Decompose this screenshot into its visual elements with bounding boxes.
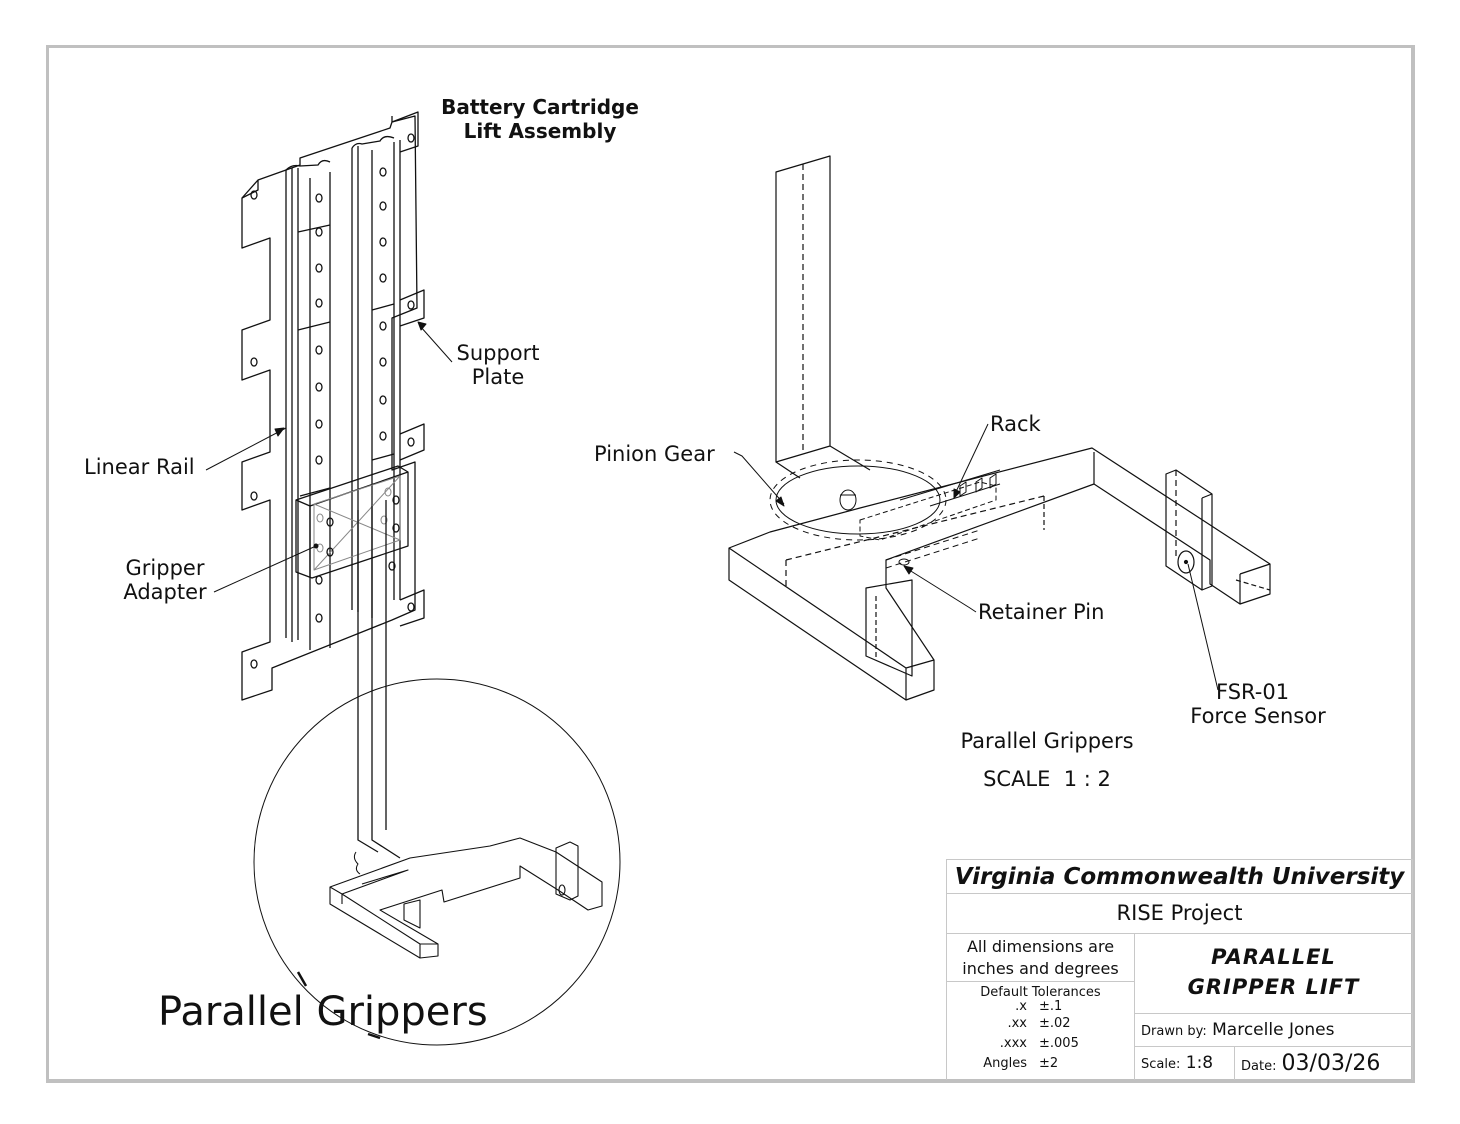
support-plate <box>241 111 425 701</box>
university-name: Virginia Commonwealth University <box>947 860 1413 894</box>
tolerance-row: Angles ±2 <box>947 1054 1134 1074</box>
units-line1: All dimensions are <box>966 937 1115 956</box>
scale-field: Scale: 1:8 <box>1135 1047 1235 1080</box>
label-gripper-adapter: Gripper Adapter <box>112 556 218 604</box>
assembly-title-line1: Battery Cartridge <box>441 95 639 119</box>
tolerance-key: .xx <box>1007 1016 1027 1031</box>
view-scale: SCALE 1 : 2 <box>983 767 1111 791</box>
gripper-adapter <box>295 465 409 579</box>
force-sensor-plate <box>1165 469 1213 591</box>
scale-value: 1:8 <box>1185 1053 1214 1073</box>
tolerance-value: ±.02 <box>1039 1016 1071 1031</box>
detail-caption: Parallel Grippers <box>158 989 488 1035</box>
tolerance-row: .xxx ±.005 <box>947 1034 1134 1054</box>
leader-lines-left <box>205 321 453 593</box>
title-block: Virginia Commonwealth University RISE Pr… <box>946 859 1413 1080</box>
assembly-title-line2: Lift Assembly <box>463 119 617 143</box>
tolerance-value: ±.1 <box>1039 999 1063 1014</box>
retainer-pin <box>885 529 981 569</box>
label-linear-rail: Linear Rail <box>84 455 195 479</box>
pinion-gear <box>769 459 947 541</box>
force-sensor-line1: FSR-01 <box>1216 680 1290 704</box>
label-force-sensor: FSR-01 Force Sensor <box>1178 680 1338 728</box>
vertical-mast <box>357 500 401 859</box>
tolerance-key: .x <box>1015 999 1027 1014</box>
label-support-plate: Support Plate <box>448 341 548 389</box>
assembly-title: Battery Cartridge Lift Assembly <box>420 95 660 143</box>
tolerances-header: Default Tolerances <box>980 985 1101 1000</box>
tolerance-row: .x ±.1 <box>947 1000 1134 1014</box>
label-rack: Rack <box>990 412 1041 436</box>
gripper-mast <box>775 155 871 479</box>
tolerance-row: .xx ±.02 <box>947 1014 1134 1034</box>
drawing-title-line1: PARALLEL <box>1211 945 1336 969</box>
tolerances-table: Default Tolerances .x ±.1 .xx ±.02 .xxx … <box>947 982 1135 1080</box>
scale-label: Scale: <box>1141 1057 1181 1072</box>
linear-rail-right <box>351 135 401 618</box>
support-plate-line2: Plate <box>471 365 525 389</box>
drawn-by-label: Drawn by: <box>1141 1024 1207 1039</box>
detail-circle <box>253 678 621 1046</box>
leader-lines-right <box>733 423 1219 691</box>
gripper-adapter-line2: Adapter <box>123 580 207 604</box>
date-field: Date: 03/03/26 <box>1235 1047 1413 1080</box>
units-line2: inches and degrees <box>962 959 1119 978</box>
label-retainer-pin: Retainer Pin <box>978 600 1105 624</box>
drawing-title: PARALLEL GRIPPER LIFT <box>1135 934 1413 1014</box>
support-plate-line1: Support <box>456 341 540 365</box>
drawing-title-line2: GRIPPER LIFT <box>1187 975 1360 999</box>
tolerance-key: .xxx <box>999 1036 1027 1051</box>
tolerance-value: ±2 <box>1039 1056 1059 1071</box>
view-name: Parallel Grippers <box>960 729 1134 753</box>
force-sensor-line2: Force Sensor <box>1190 704 1326 728</box>
tolerance-value: ±.005 <box>1039 1036 1079 1051</box>
drawing-sheet-border <box>46 45 1415 1083</box>
drawn-by-value: Marcelle Jones <box>1212 1020 1335 1040</box>
date-value: 03/03/26 <box>1281 1051 1381 1076</box>
gripper-frame <box>728 447 1271 701</box>
mini-gripper <box>329 837 603 959</box>
linear-rail-left <box>285 159 331 650</box>
drawn-by-field: Drawn by: Marcelle Jones <box>1135 1014 1413 1047</box>
tolerance-key: Angles <box>983 1056 1027 1071</box>
units-note: All dimensions are inches and degrees <box>947 934 1135 982</box>
rack <box>859 469 1001 541</box>
label-pinion-gear: Pinion Gear <box>594 442 715 466</box>
project-name: RISE Project <box>947 894 1413 934</box>
gripper-adapter-line1: Gripper <box>125 556 205 580</box>
date-label: Date: <box>1241 1059 1277 1074</box>
